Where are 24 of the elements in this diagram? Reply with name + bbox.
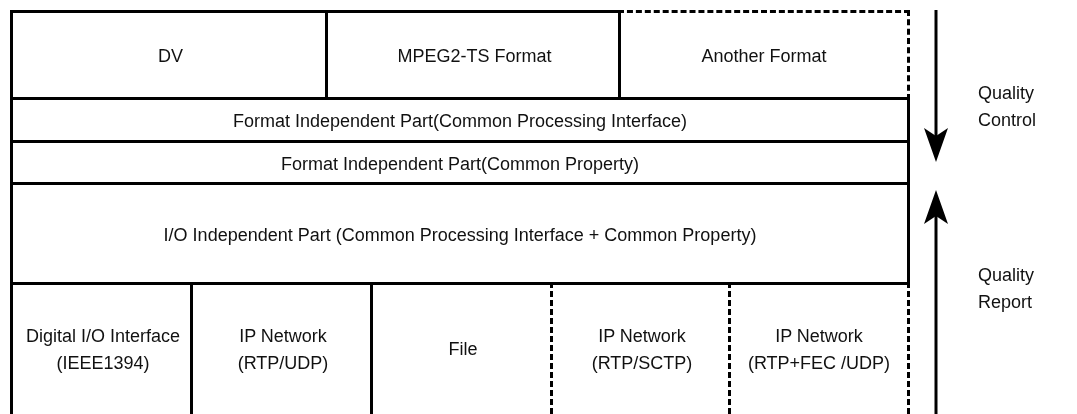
side-label: Quality Report bbox=[978, 264, 1036, 314]
side-label: Quality Control bbox=[978, 82, 1038, 132]
layer-label: DV bbox=[158, 45, 183, 68]
layer-box bbox=[728, 282, 910, 414]
layer-label: I/O Independent Part (Common Processing Interface + Common Property) bbox=[163, 223, 757, 247]
layer-label: MPEG2-TS Format bbox=[397, 45, 552, 68]
layer-label: Digital I/O Interface (IEEE1394) bbox=[24, 324, 182, 375]
layer-label: IP Network (RTP/SCTP) bbox=[590, 324, 694, 375]
layer-box bbox=[618, 10, 910, 100]
layer-label: File bbox=[448, 338, 478, 361]
layer-label: Format Independent Part(Common Property) bbox=[280, 152, 640, 176]
layer-box bbox=[10, 140, 910, 185]
layer-box bbox=[10, 182, 910, 285]
layer-box bbox=[10, 282, 193, 414]
layer-label: Format Independent Part(Common Processing Interface) bbox=[232, 110, 688, 133]
layer-box bbox=[190, 282, 373, 414]
layer-label: IP Network (RTP+FEC /UDP) bbox=[746, 324, 892, 375]
layer-box bbox=[325, 10, 621, 100]
layer-box bbox=[10, 10, 328, 100]
layer-box bbox=[370, 282, 553, 414]
layer-label: IP Network (RTP/UDP) bbox=[236, 324, 330, 375]
layer-box bbox=[10, 97, 910, 143]
layer-label: Another Format bbox=[701, 45, 827, 68]
layer-box bbox=[550, 282, 731, 414]
